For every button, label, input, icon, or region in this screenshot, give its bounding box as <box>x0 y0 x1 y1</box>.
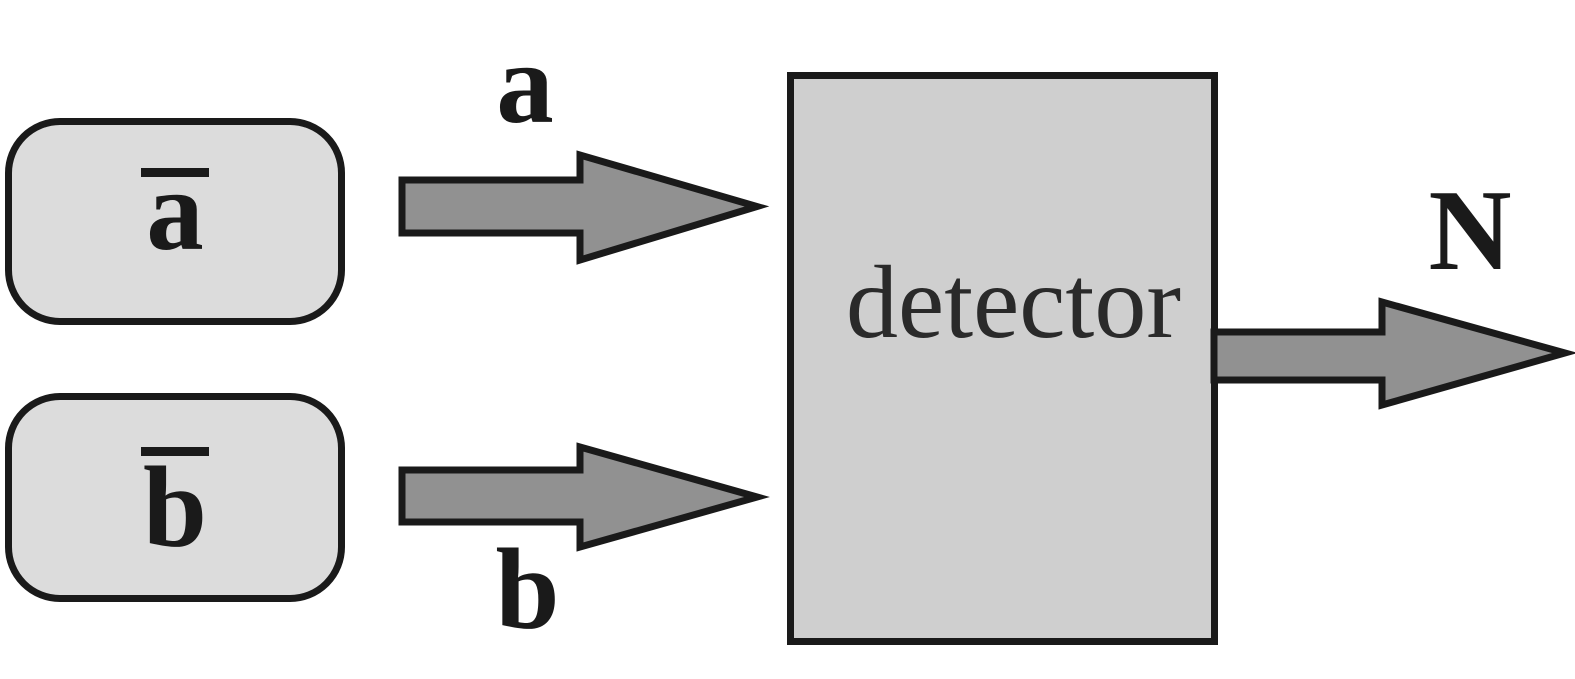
source-b-overbar <box>141 447 209 456</box>
beam-b-right-arrow-icon <box>398 442 770 552</box>
source-b-symbol: b <box>143 444 207 571</box>
detector-box: detector <box>787 72 1218 645</box>
beam-b-label: b <box>495 526 560 653</box>
source-a-box: a <box>5 118 345 325</box>
source-a-overbar <box>141 168 209 177</box>
beam-a-right-arrow-icon <box>398 150 770 265</box>
output-right-arrow-icon <box>1210 297 1575 410</box>
output-count-label: N <box>1428 167 1512 294</box>
source-a-symbol: a <box>146 147 204 274</box>
source-b-box: b <box>5 393 345 602</box>
detector-label: detector <box>846 245 1181 360</box>
beam-a-label: a <box>496 20 554 147</box>
